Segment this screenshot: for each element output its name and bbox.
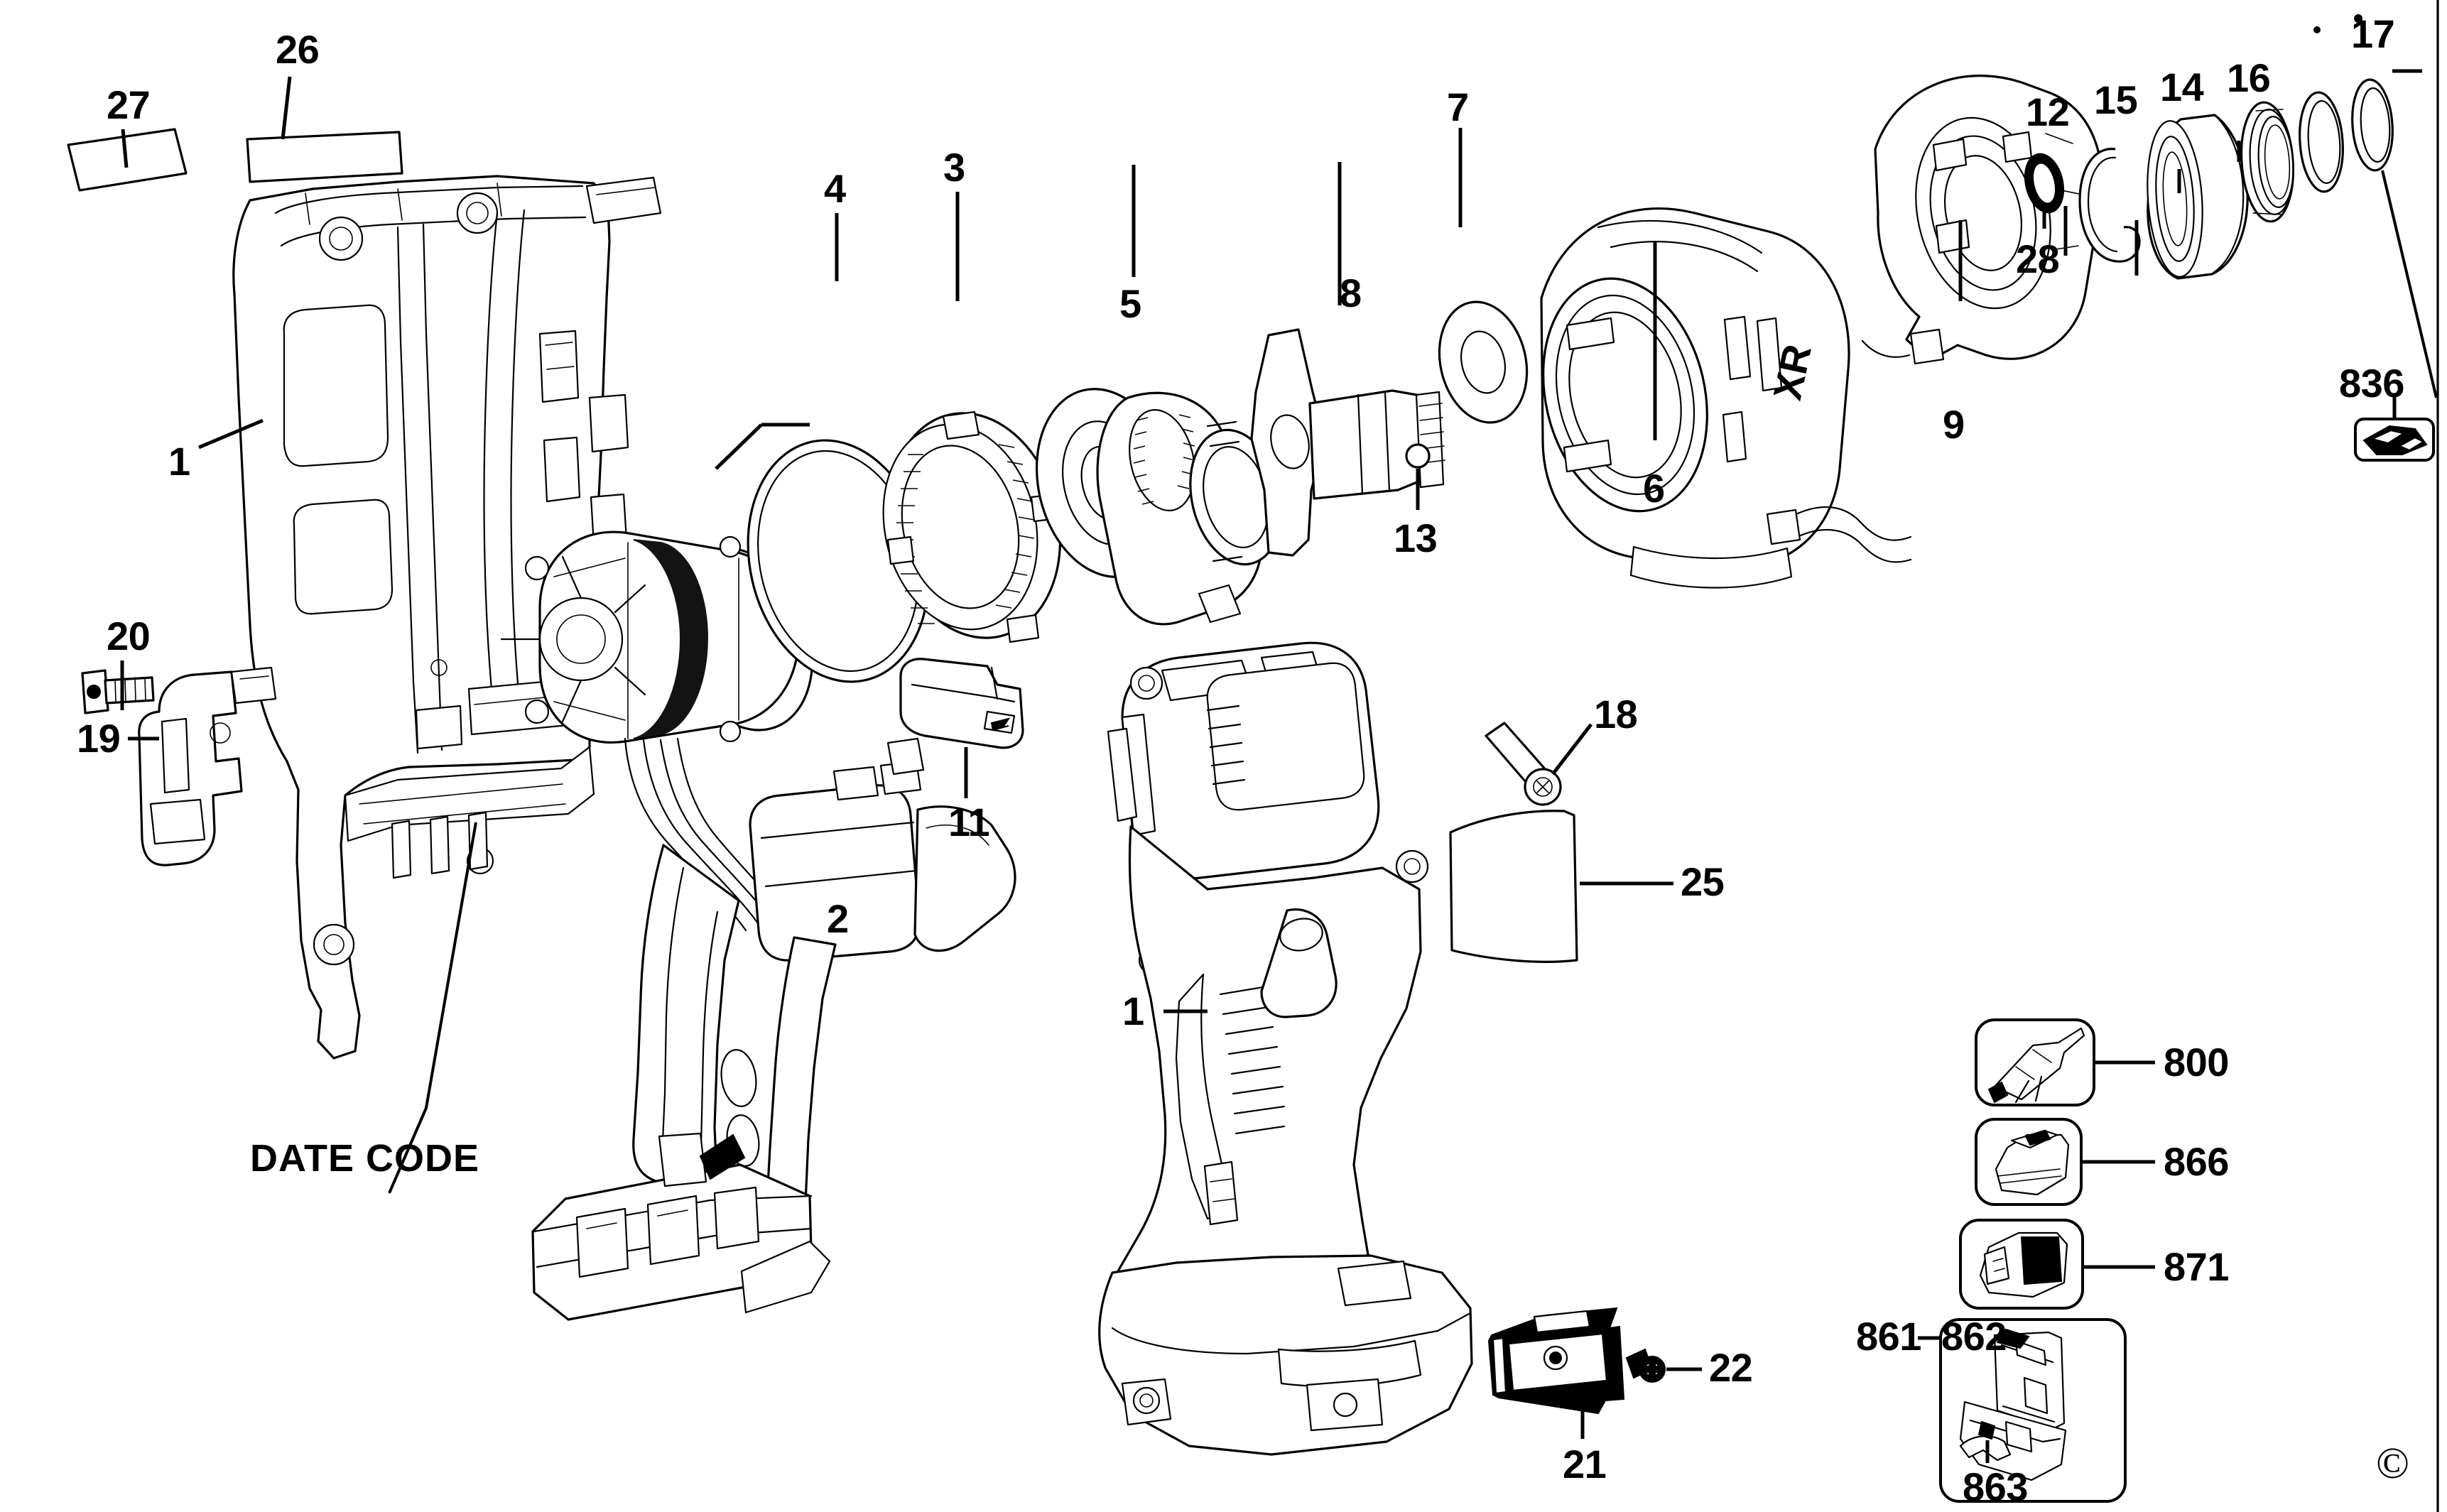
assembled-tool: [1098, 641, 1473, 1456]
callout-26: 26: [276, 27, 320, 72]
callout-22: 22: [1709, 1345, 1753, 1390]
callout-862: 862: [1941, 1314, 2007, 1359]
speck-b: [2354, 14, 2362, 23]
leader-18: [1551, 723, 1593, 776]
callout-21: 21: [1563, 1442, 1607, 1486]
label-sticker-26: [246, 131, 403, 183]
callout-16: 16: [2227, 55, 2271, 100]
label-sticker-25: [1449, 810, 1578, 963]
callout-7: 7: [1447, 85, 1469, 129]
washer-7: [1438, 300, 1529, 424]
bearing-14: [2240, 101, 2294, 223]
accessory-box-871: [1959, 1219, 2084, 1310]
forward-reverse-switch-11: [899, 658, 1024, 749]
leader-date-code: [388, 822, 477, 1194]
callout-5: 5: [1119, 281, 1141, 326]
screw-20: [81, 669, 155, 714]
anvil-hammer-8: [1250, 328, 1445, 557]
battery-terminal-cover-21: [1487, 1307, 1625, 1415]
leader-1-top: [198, 418, 264, 450]
callout-27: 27: [107, 82, 151, 127]
housing-clamshell-left: [232, 175, 662, 1060]
ring-gear-3: [882, 410, 1062, 643]
callout-25: 25: [1681, 859, 1725, 904]
callout-19: 19: [77, 716, 121, 761]
screw-18: [1485, 722, 1562, 806]
callout-1-top: 1: [168, 439, 190, 484]
leader-27: [121, 129, 129, 168]
callout-14: 14: [2160, 65, 2204, 109]
motor-switch-assembly: [500, 531, 1016, 1321]
callout-13: 13: [1394, 516, 1438, 560]
copyright-mark: ©: [2376, 1440, 2410, 1488]
callout-863: 863: [1963, 1464, 2028, 1509]
kit-box-latch-863: [1977, 1420, 1996, 1440]
led-ring-housing-9: [1861, 75, 2103, 365]
accessory-box-836: [2354, 418, 2435, 462]
planetary-gear-5: [1035, 388, 1283, 626]
leader-2b: [715, 423, 763, 470]
o-ring-28: [2024, 153, 2065, 214]
callout-866: 866: [2164, 1139, 2229, 1184]
spring-clip-12: [2078, 148, 2141, 263]
callout-2: 2: [827, 896, 849, 941]
callout-800: 800: [2164, 1040, 2229, 1084]
gearcase-cover-6: XR: [1540, 207, 1912, 589]
callout-1-bottom: 1: [1122, 989, 1144, 1033]
washer-16: [2299, 91, 2344, 193]
callout-861: 861: [1856, 1314, 1921, 1359]
leader-17b: [2381, 170, 2438, 398]
callout-15: 15: [2094, 77, 2138, 122]
callout-3: 3: [943, 145, 965, 190]
retaining-ring-17: [2351, 78, 2394, 172]
speck-a: [2313, 26, 2321, 33]
callout-836: 836: [2339, 361, 2404, 406]
callout-17: 17: [2351, 11, 2395, 56]
screw-22: [1625, 1348, 1666, 1383]
accessory-box-866: [1975, 1118, 2083, 1206]
sleeve-15: [2147, 114, 2249, 280]
callout-4: 4: [824, 166, 846, 211]
leader-26: [281, 76, 292, 140]
accessory-box-800: [1975, 1018, 2095, 1106]
date-code-note: DATE CODE: [250, 1137, 480, 1180]
callout-18: 18: [1594, 692, 1638, 736]
callout-12: 12: [2026, 89, 2070, 134]
ball-bearing-13: [1405, 443, 1431, 469]
callout-9: 9: [1943, 402, 1965, 447]
callout-8: 8: [1340, 271, 1362, 315]
callout-11: 11: [948, 800, 990, 844]
callout-6: 6: [1643, 466, 1665, 511]
callout-28: 28: [2016, 236, 2060, 281]
belt-hook-19: [138, 666, 277, 866]
callout-871: 871: [2164, 1244, 2229, 1289]
battery-terminal-block: [531, 1132, 831, 1321]
callout-20: 20: [107, 614, 151, 658]
